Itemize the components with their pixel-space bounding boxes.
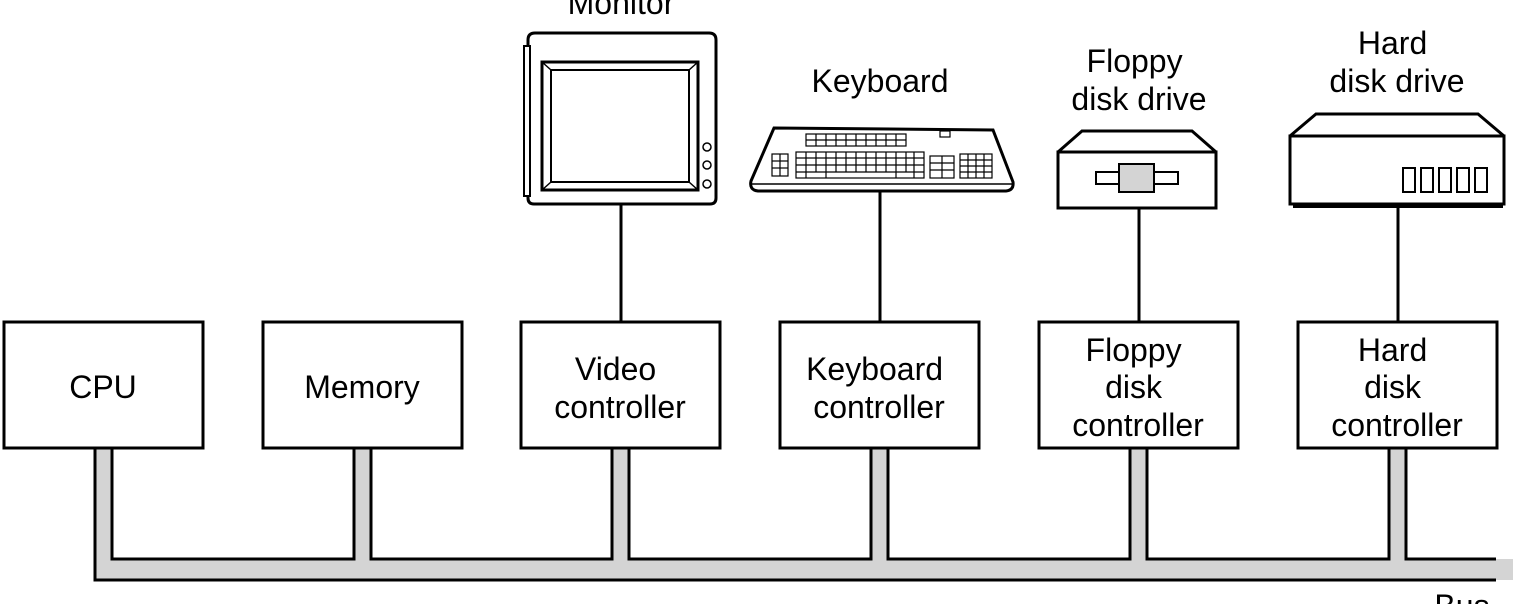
monitor-label: Monitor (568, 0, 675, 21)
keyboard-icon (749, 126, 1015, 193)
bus (93, 448, 1513, 582)
floppy-disk-drive-label: Floppy disk drive (1071, 43, 1206, 117)
device-connectors (619, 192, 1400, 322)
hard-disk-controller-label: Hard disk controller (1331, 332, 1463, 443)
hard-disk-controller-box: Hard disk controller (1296, 320, 1499, 450)
keyboard-controller-box: Keyboard controller (778, 320, 981, 450)
floppy-drive-icon (1056, 129, 1218, 210)
memory-label: Memory (304, 369, 420, 405)
floppy-disk-controller-box: Floppy disk controller (1037, 320, 1240, 450)
keyboard-label: Keyboard (812, 63, 949, 99)
keyboard-device: Keyboard (749, 63, 1015, 193)
bus-label: Bus (1434, 588, 1489, 604)
floppy-disk-drive-device: Floppy disk drive (1056, 43, 1218, 210)
hard-disk-drive-icon (1288, 112, 1506, 208)
cpu-box: CPU (2, 320, 205, 450)
hard-disk-drive-device: Hard disk drive (1288, 25, 1506, 208)
video-controller-label: Video controller (554, 351, 686, 425)
floppy-disk-controller-label: Floppy disk controller (1072, 332, 1204, 443)
memory-box: Memory (261, 320, 464, 450)
monitor-icon (523, 31, 718, 206)
monitor-device: Monitor (523, 0, 718, 206)
keyboard-controller-label: Keyboard controller (806, 351, 952, 425)
hard-disk-drive-label: Hard disk drive (1329, 25, 1464, 99)
cpu-label: CPU (69, 369, 137, 405)
video-controller-box: Video controller (519, 320, 722, 450)
